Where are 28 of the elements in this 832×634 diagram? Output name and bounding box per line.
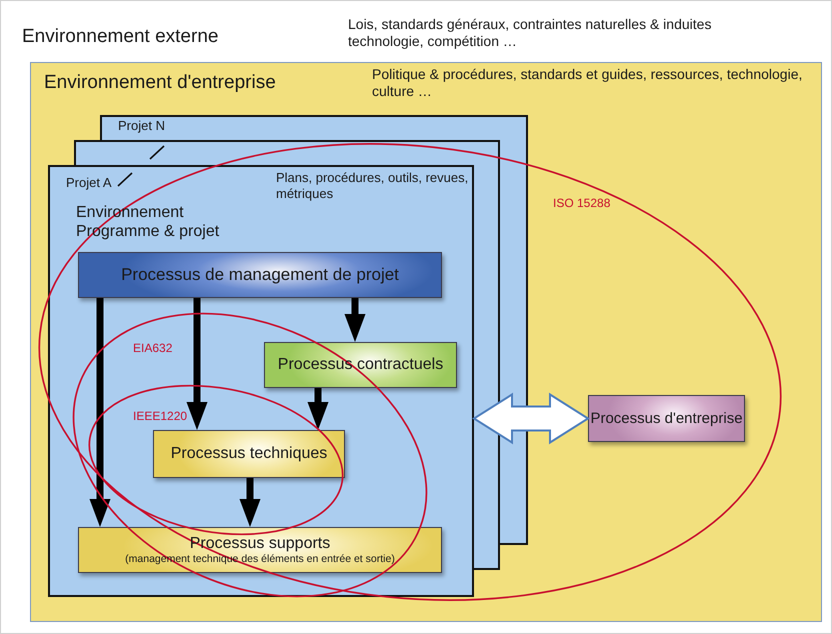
arrow	[344, 298, 366, 342]
panel-title: Environnement externe	[22, 26, 218, 49]
process-box	[153, 430, 345, 478]
process-box	[78, 252, 442, 298]
process-box	[78, 527, 442, 573]
double-arrow	[472, 392, 590, 444]
process-label: Processus de management de projet	[121, 264, 399, 286]
enterprise-environment-panel	[30, 62, 822, 622]
arrow	[90, 298, 110, 527]
process-label: Processus contractuels	[278, 355, 444, 375]
project-label: Projet N	[118, 118, 165, 134]
standard-label: IEEE1220	[133, 409, 188, 424]
process-box	[264, 342, 457, 388]
project-card	[48, 165, 474, 597]
process-box	[588, 395, 745, 442]
panel-title: Environnement d'entreprise	[44, 72, 276, 95]
arrow	[240, 478, 260, 527]
process-label: Processus techniques	[170, 444, 328, 464]
process-label: Processus d'entreprise	[590, 410, 743, 428]
panel-note: Politique & procédures, standards et guides, ressources, technologie, culture …	[372, 66, 804, 100]
standard-label: EIA632	[133, 341, 172, 356]
project-note: Plans, procédures, outils, revues, métriques	[276, 170, 470, 202]
arrow	[308, 388, 328, 430]
project-card	[74, 140, 500, 165]
project-card	[100, 115, 528, 140]
project-label: Projet A	[66, 175, 112, 191]
standard-label: ISO 15288	[553, 196, 610, 210]
panel-note: Lois, standards généraux, contraintes naturelles & induites technologie, compétition …	[348, 16, 712, 50]
